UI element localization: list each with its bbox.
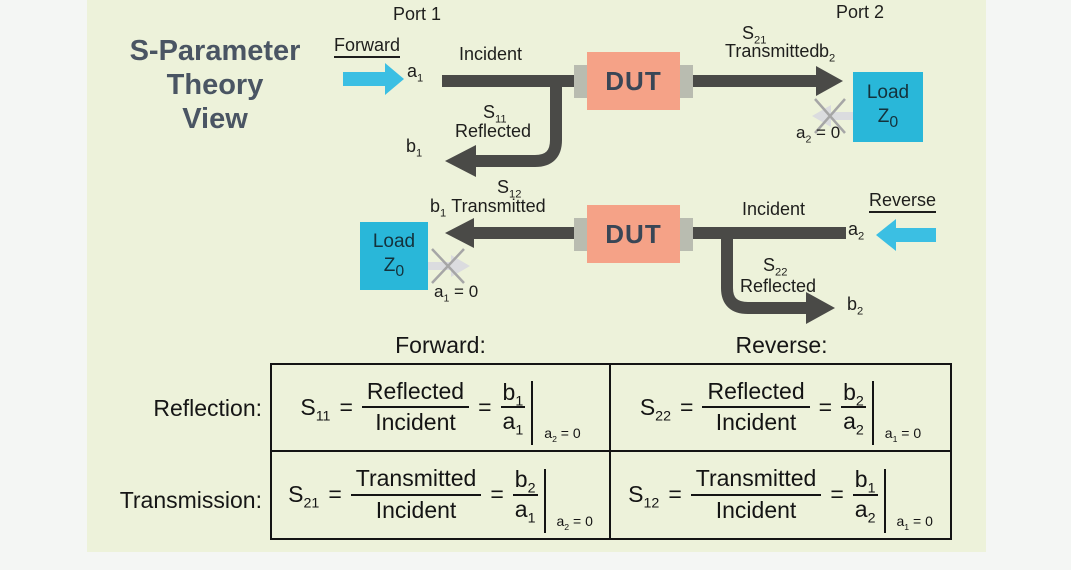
s21-label: S21 — [742, 23, 767, 47]
b2-label-reverse: b2 — [847, 294, 864, 318]
equals-sign: = — [490, 481, 504, 508]
dut1-connector-left — [574, 65, 587, 98]
transmitted-arrowhead-reverse — [445, 218, 474, 248]
dut2-connector-right — [680, 218, 693, 251]
b1-label-reverse: b1 — [430, 196, 447, 220]
reverse-column-header: Reverse: — [735, 332, 828, 358]
s-term: S21 — [288, 481, 320, 512]
equals-sign: = — [830, 481, 844, 508]
title-line: View — [182, 103, 248, 135]
evaluation-bar — [543, 468, 546, 533]
evaluation-bar — [871, 381, 874, 446]
forward-label: Forward — [334, 35, 401, 58]
title-line: Theory — [166, 69, 264, 101]
port2-label: Port 2 — [836, 2, 885, 22]
ratio-fraction: b1 a1 — [500, 378, 526, 439]
title-line: S-Parameter — [129, 35, 301, 67]
reflected-arrowhead-forward — [445, 145, 476, 177]
terminated-reflection-arrow-port2 — [812, 105, 854, 127]
equals-sign: = — [478, 393, 492, 420]
reflected-arrowhead-reverse — [806, 292, 835, 324]
s-term: S12 — [628, 481, 660, 512]
reflected-label-reverse: Reflected — [740, 276, 817, 296]
reverse-label: Reverse — [869, 190, 937, 213]
load-box-port1: Load Z0 — [360, 222, 428, 290]
evaluation-condition: a1 = 0 — [896, 512, 933, 532]
load-label: Load — [372, 231, 416, 253]
equals-sign: = — [680, 393, 694, 420]
ratio-fraction: b1 a2 — [852, 466, 878, 527]
equals-sign: = — [668, 481, 682, 508]
ratio-fraction: b2 a2 — [841, 378, 866, 439]
a1-zero-label: a1 = 0 — [434, 282, 479, 305]
b2-label-forward: b2 — [819, 41, 836, 65]
reflected-label-forward: Reflected — [455, 121, 532, 141]
s22-label: S22 — [763, 255, 788, 279]
equals-sign: = — [339, 393, 353, 420]
load-box-port2: Load Z0 — [853, 72, 923, 142]
dut-block-forward: DUT — [587, 52, 680, 110]
reflected-branch-forward — [474, 81, 562, 167]
dut2-connector-left — [574, 218, 587, 251]
s11-label: S11 — [483, 102, 507, 126]
reflected-branch-reverse — [721, 233, 806, 314]
equals-sign: = — [328, 481, 342, 508]
diagram-background-panel — [87, 0, 986, 552]
transmission-row-label: Transmission: — [119, 487, 262, 513]
a2-zero-label: a2 = 0 — [796, 123, 841, 146]
evaluation-bar — [883, 468, 886, 533]
bottom-white-strip — [0, 570, 1071, 579]
dut1-connector-right — [680, 65, 693, 98]
incident-label-forward: Incident — [459, 44, 523, 64]
evaluation-condition: a2 = 0 — [556, 512, 593, 532]
x-cross-icon-port1 — [431, 248, 465, 284]
forward-direction-arrow-icon — [343, 63, 404, 95]
port1-label: Port 1 — [393, 4, 442, 24]
incident-label-reverse: Incident — [742, 199, 806, 219]
transmitted-label-forward: Transmitted — [725, 41, 820, 61]
reflection-row-label: Reflection: — [153, 395, 262, 421]
a2-label: a2 — [848, 219, 865, 243]
ratio-fraction: b2 a1 — [512, 466, 538, 527]
z0-label: Z0 — [877, 106, 899, 131]
a1-label: a1 — [407, 61, 424, 85]
forward-column-header: Forward: — [395, 332, 486, 358]
x-cross-icon-port2 — [814, 98, 846, 134]
s-term: S22 — [639, 393, 672, 425]
b1-label: b1 — [406, 136, 423, 160]
b1-transmitted-label: b1 Transmitted — [430, 196, 546, 220]
transmitted-arrowhead-forward — [816, 66, 843, 96]
s-term: S11 — [300, 393, 331, 425]
z0-label: Z0 — [383, 255, 405, 280]
evaluation-bar — [531, 381, 534, 446]
reverse-direction-arrow-icon — [876, 219, 936, 251]
equals-sign: = — [818, 393, 833, 420]
load-label: Load — [866, 82, 910, 104]
page-title: S-Parameter Theory View — [95, 34, 335, 136]
s12-label: S12 — [497, 177, 522, 201]
evaluation-condition: a2 = 0 — [544, 425, 581, 445]
dut-block-reverse: DUT — [587, 205, 680, 263]
evaluation-condition: a1 = 0 — [884, 425, 922, 445]
